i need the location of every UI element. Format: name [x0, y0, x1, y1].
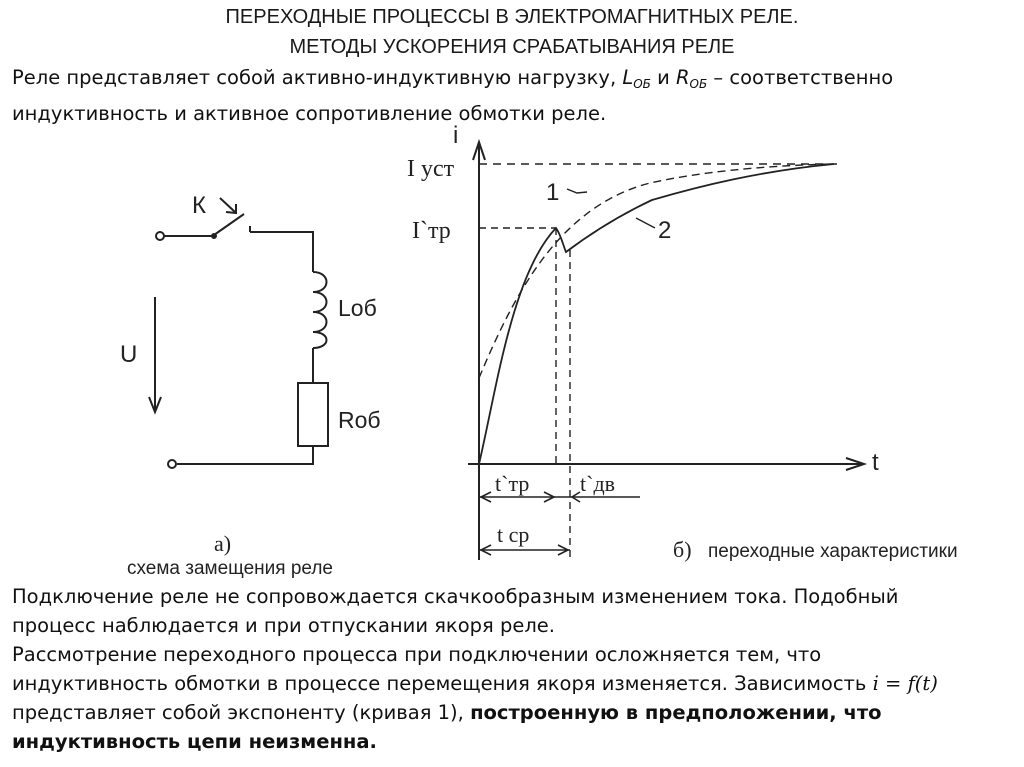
y-axis-label: i — [453, 122, 458, 149]
slide-title-line-1: ПЕРЕХОДНЫЕ ПРОЦЕССЫ В ЭЛЕКТРОМАГНИТНЫХ Р… — [225, 6, 799, 28]
body-line-6: индуктивность цепи неизменна. — [12, 730, 377, 753]
graph-caption: переходные характеристики — [708, 541, 958, 562]
switch-blade — [213, 213, 245, 236]
t-sr-arrow-left — [479, 544, 492, 556]
steady-current-label: I уст — [407, 156, 455, 182]
body-line-5: представляет собой экспоненту (кривая 1)… — [12, 698, 1017, 727]
y-axis-arrow — [472, 138, 486, 161]
r-symbol: R — [675, 66, 690, 89]
slide-title-line-2: МЕТОДЫ УСКОРЕНИЯ СРАБАТЫВАНИЯ РЕЛЕ — [289, 36, 735, 58]
wire-bottom — [177, 446, 314, 465]
curve-2-label: 2 — [658, 217, 671, 244]
body-line-5-bold: построенную в предположении, что — [470, 701, 882, 724]
intro-text: Реле представляет собой активно-индуктив… — [12, 66, 623, 89]
x-axis-arrow — [845, 457, 868, 471]
equivalent-circuit — [148, 197, 329, 469]
circuit-caption: схема замещения реле — [127, 558, 333, 579]
curve-1-leader — [566, 188, 588, 194]
intro-line-2: индуктивность и активное сопротивление о… — [12, 102, 607, 125]
body-line-1: Подключение реле не сопровождается скачк… — [12, 585, 899, 608]
voltage-label: U — [120, 341, 137, 368]
intro-line-1: Реле представляет собой активно-индуктив… — [12, 63, 1017, 99]
voltage-arrow-head — [148, 396, 162, 415]
t-tr-arrow-left — [479, 491, 492, 503]
transient-graph — [468, 138, 868, 560]
l-subscript: ОБ — [633, 77, 651, 91]
curve-2-actual — [478, 163, 835, 465]
intro-paragraph: Реле представляет собой активно-индуктив… — [12, 63, 1017, 128]
resistor — [297, 382, 329, 447]
switch-indicator-shaft — [219, 197, 236, 213]
t-tr-label: t`тр — [495, 471, 529, 496]
t-sr-label: t ср — [497, 522, 529, 547]
x-axis-label: t — [872, 449, 879, 476]
l-symbol: L — [622, 66, 634, 89]
switch-label: К — [192, 192, 206, 219]
body-paragraph: Подключение реле не сопровождается скачк… — [12, 582, 1017, 756]
intro-text-end: – соответственно — [707, 66, 894, 89]
t-dv-label: t`дв — [580, 471, 615, 496]
body-line-3: Рассмотрение переходного процесса при по… — [12, 643, 822, 666]
body-line-4: индуктивность обмотки в процессе перемещ… — [12, 669, 1017, 698]
body-line-2: процесс наблюдается и при отпускании яко… — [12, 614, 555, 637]
resistor-label: Rоб — [338, 407, 381, 433]
graph-caption-letter: б) — [673, 537, 692, 562]
inductor-coil — [312, 271, 328, 349]
body-line-5-text: представляет собой экспоненту (кривая 1)… — [12, 701, 471, 724]
curve-1-label: 1 — [546, 179, 559, 206]
t-dv-arrow-left — [570, 491, 581, 503]
trip-current-label: I`тр — [412, 218, 451, 244]
top-terminal — [155, 231, 165, 241]
intro-and: и — [650, 66, 676, 89]
inductor-label: Lоб — [338, 295, 377, 321]
dependency-formula: i = f(t) — [872, 672, 938, 695]
t-tr-arrow-right — [543, 491, 556, 503]
body-line-4-text: индуктивность обмотки в процессе перемещ… — [12, 672, 873, 695]
curve-1-exponential — [478, 163, 831, 379]
curve-2-leader — [635, 217, 656, 229]
wire-top-right — [250, 231, 314, 272]
switch-indicator-head — [225, 204, 237, 215]
r-subscript: ОБ — [689, 77, 708, 91]
t-sr-arrow-right — [557, 544, 570, 556]
bottom-terminal — [167, 459, 177, 469]
circuit-caption-letter: а) — [214, 531, 231, 556]
